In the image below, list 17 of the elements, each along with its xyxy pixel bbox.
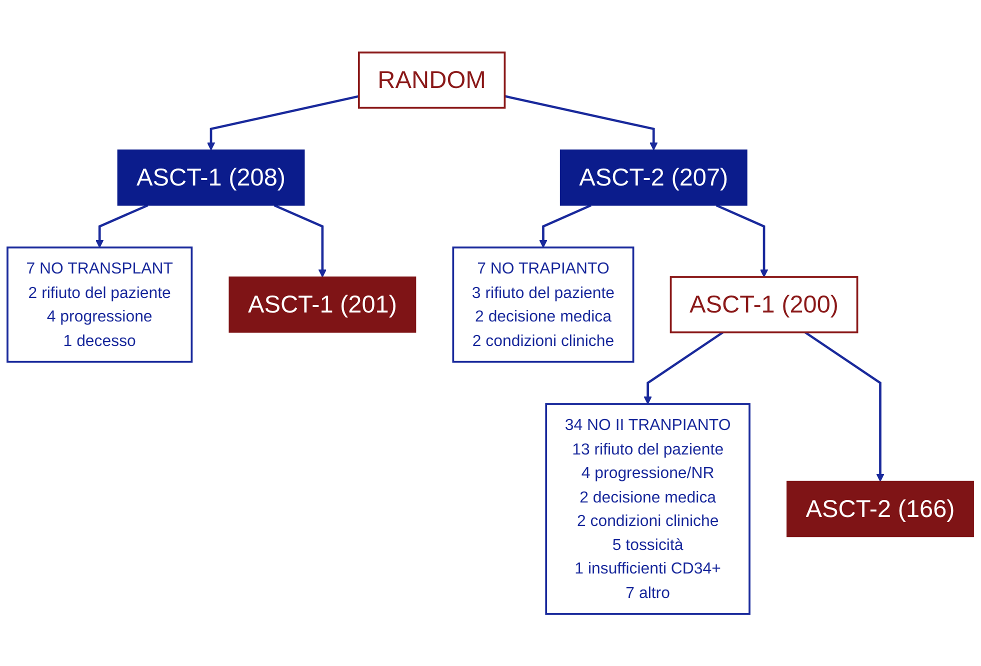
arrow (206, 94, 360, 150)
node-box: 7 NO TRANSPLANT 2 rifiuto del paziente 4 progressione 1 decesso (6, 246, 193, 363)
arrow (716, 204, 768, 278)
arrow (504, 94, 658, 150)
node-box: ASCT-2 (207) (560, 149, 748, 206)
node-box: ASCT-1 (208) (117, 149, 305, 206)
node-box: ASCT-1 (200) (670, 276, 858, 333)
arrow (804, 331, 884, 482)
node-box: ASCT-2 (166) (786, 480, 974, 537)
arrow (539, 204, 592, 248)
arrow (95, 204, 148, 248)
node-box: RANDOM (358, 51, 506, 108)
node-box: ASCT-1 (201) (228, 276, 416, 333)
node-box: 7 NO TRAPIANTO 3 rifiuto del paziente 2 decisione medica 2 condizioni cliniche (452, 246, 634, 363)
arrow (274, 204, 327, 278)
node-box: 34 NO II TRANPIANTO 13 rifiuto del paziente 4 progressione/NR 2 decisione medica 2 condizioni cliniche 5 tossicità 1 insufficienti CD34+ 7 altro (545, 402, 750, 615)
arrow (644, 331, 724, 404)
